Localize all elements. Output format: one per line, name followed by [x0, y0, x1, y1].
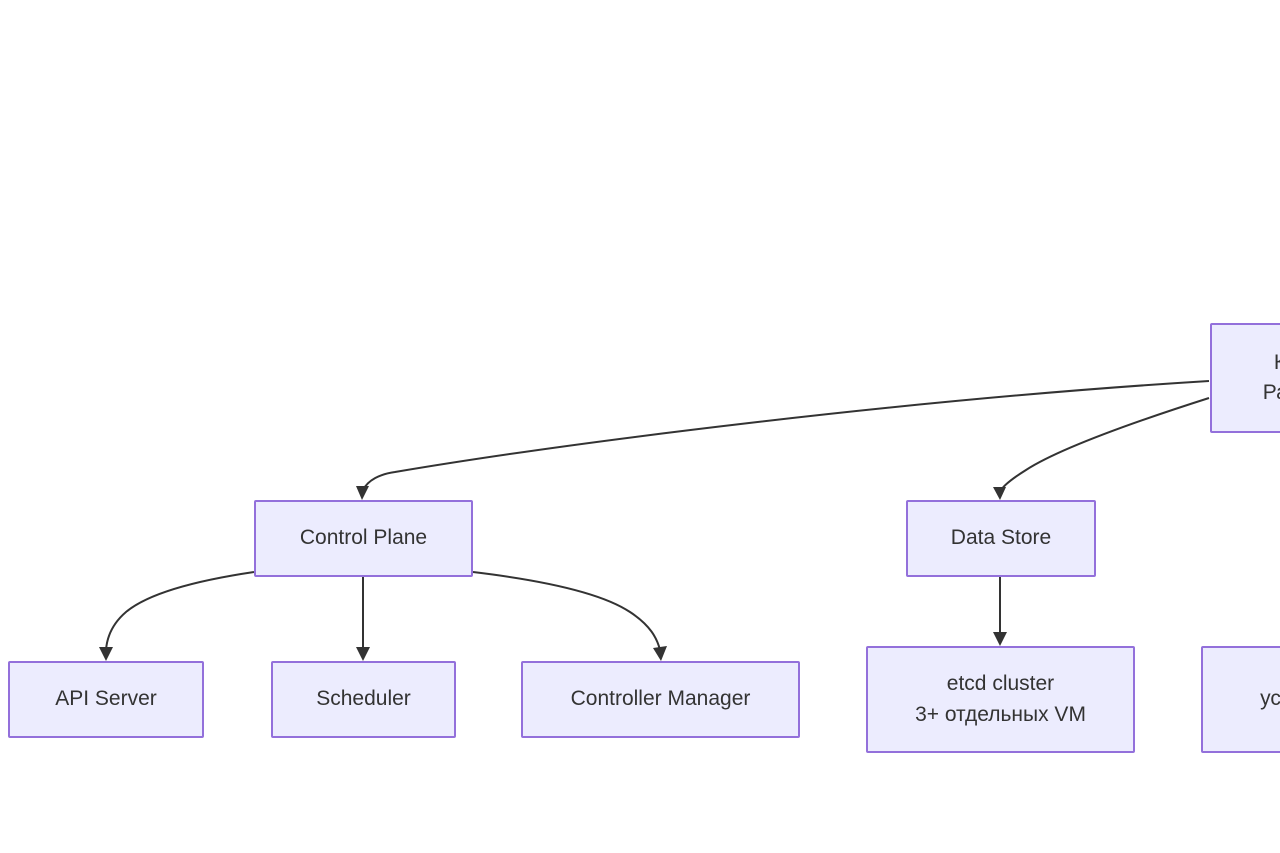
node-root-line-1: К — [1273, 350, 1280, 374]
node-control-plane-label: Control Plane — [299, 526, 428, 550]
node-control-plane[interactable]: Control Plane — [254, 500, 473, 577]
node-api-server-label: API Server — [55, 687, 157, 711]
edge-control-plane-to-controller-manager — [472, 571, 667, 661]
edge-data-store-to-etcd-cluster — [993, 577, 1007, 646]
arrowhead-scheduler — [356, 647, 370, 661]
node-data-store[interactable]: Data Store — [906, 500, 1096, 577]
node-scheduler-label: Scheduler — [316, 687, 411, 711]
arrowhead-controller-manager — [653, 646, 667, 661]
node-install-node[interactable]: уста — [1201, 646, 1280, 753]
node-scheduler[interactable]: Scheduler — [271, 661, 456, 738]
node-root-line-2: Раз — [1262, 381, 1280, 404]
edge-control-plane-to-scheduler — [356, 577, 370, 661]
arrowhead-data-store — [993, 487, 1006, 500]
node-api-server[interactable]: API Server — [8, 661, 204, 738]
edge-root-to-control-plane — [356, 380, 1210, 500]
node-etcd-cluster-line-1: etcd cluster — [946, 672, 1055, 696]
node-etcd-cluster[interactable]: etcd cluster 3+ отдельных VM — [866, 646, 1135, 753]
arrowhead-api-server — [99, 647, 113, 661]
node-data-store-label: Data Store — [950, 526, 1052, 550]
edge-control-plane-to-api-server — [99, 571, 255, 661]
arrowhead-control-plane — [356, 486, 369, 500]
node-controller-manager[interactable]: Controller Manager — [521, 661, 800, 738]
node-root[interactable]: К Раз — [1210, 323, 1280, 433]
arrowhead-etcd-cluster — [993, 632, 1007, 646]
edge-root-to-data-store — [993, 397, 1210, 500]
node-install-node-label: уста — [1260, 687, 1280, 711]
node-controller-manager-label: Controller Manager — [570, 687, 751, 711]
node-etcd-cluster-line-2: 3+ отдельных VM — [915, 702, 1086, 726]
